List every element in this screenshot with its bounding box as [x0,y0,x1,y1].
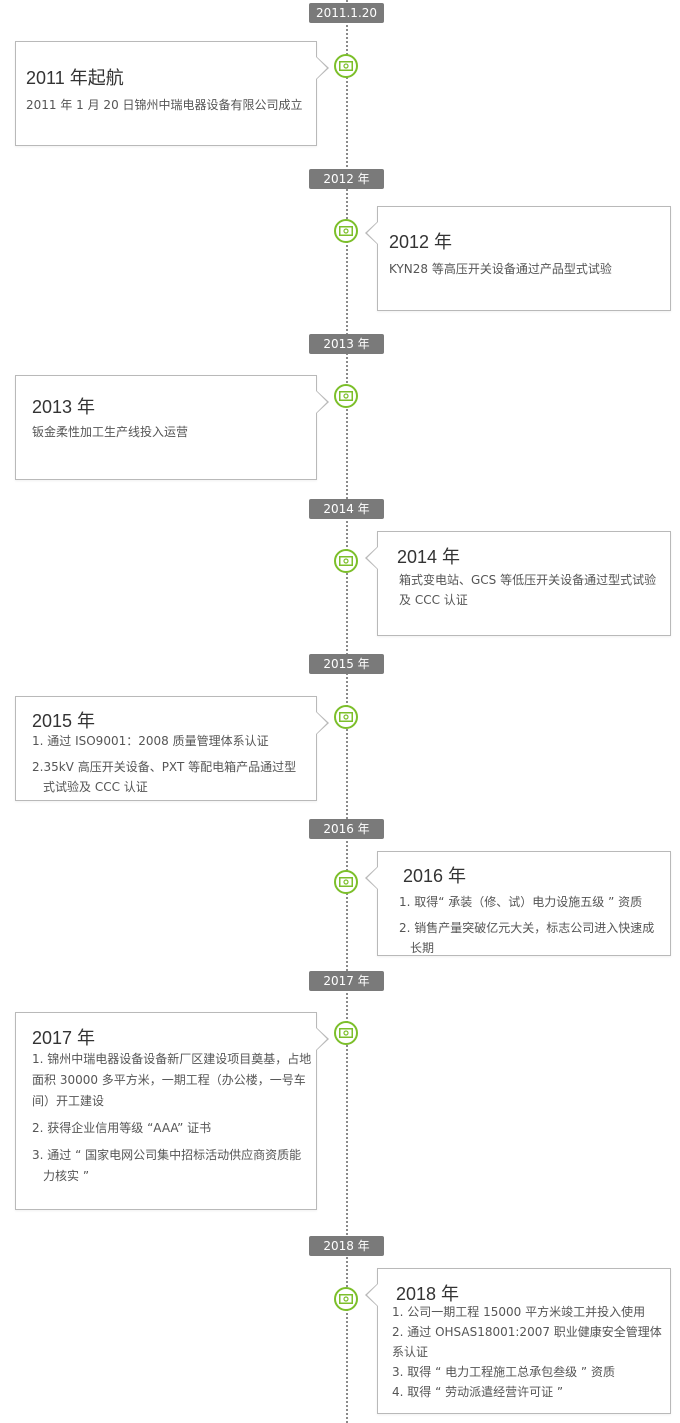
year-badge-2014: 2014 年 [309,499,384,519]
card-body: 1. 公司一期工程 15000 平方米竣工并投入使用 2. 通过 OHSAS18… [392,1302,668,1402]
banknote-icon [334,384,358,408]
year-badge-2016: 2016 年 [309,819,384,839]
card-body: 1. 通过 ISO9001：2008 质量管理体系认证 2.35kV 高压开关设… [32,731,314,797]
card-item: 式试验及 CCC 认证 [43,780,148,794]
card-item: 3. 通过 “ 国家电网公司集中招标活动供应商资质能 [32,1148,302,1162]
card-item: KYN28 等高压开关设备通过产品型式试验 [389,262,612,276]
card-title: 2014 年 [397,547,461,567]
timeline-card-2016: 2016 年 1. 取得“ 承装（修、试）电力设施五级 ” 资质 2. 销售产量… [365,851,671,958]
card-title: 2017 年 [32,1028,96,1048]
banknote-icon [334,705,358,729]
card-title: 2016 年 [403,866,467,886]
card-item: 3. 取得 “ 电力工程施工总承包叁级 ” 资质 [392,1365,615,1379]
card-item: 2011 年 1 月 20 日锦州中瑞电器设备有限公司成立 [26,98,303,112]
timeline-card-2015: 2015 年 1. 通过 ISO9001：2008 质量管理体系认证 2.35k… [15,696,329,801]
card-title: 2011 年起航 [26,68,124,88]
card-item: 长期 [410,941,435,955]
card-item: 系认证 [392,1345,429,1359]
banknote-icon [334,219,358,243]
card-item: 及 CCC 认证 [399,593,468,607]
year-badge-2015: 2015 年 [309,654,384,674]
year-badge-2012: 2012 年 [309,169,384,189]
card-item: 1. 锦州中瑞电器设备设备新厂区建设项目奠基，占地 [32,1052,312,1066]
card-item: 箱式变电站、GCS 等低压开关设备通过型式试验 [399,573,657,587]
banknote-icon [334,870,358,894]
year-badge-2017: 2017 年 [309,971,384,991]
card-body: 钣金柔性加工生产线投入运营 [32,422,312,442]
card-body: 箱式变电站、GCS 等低压开关设备通过型式试验 及 CCC 认证 [399,570,669,610]
banknote-icon [334,549,358,573]
banknote-icon [334,1021,358,1045]
card-title: 2015 年 [32,711,96,731]
card-item: 钣金柔性加工生产线投入运营 [32,425,189,439]
timeline-card-2013: 2013 年 钣金柔性加工生产线投入运营 [15,375,329,480]
timeline-card-2018: 2018 年 1. 公司一期工程 15000 平方米竣工并投入使用 2. 通过 … [365,1268,671,1414]
card-item: 1. 取得“ 承装（修、试）电力设施五级 ” 资质 [399,895,643,909]
card-item: 1. 公司一期工程 15000 平方米竣工并投入使用 [392,1305,646,1319]
card-item: 间）开工建设 [32,1094,105,1108]
card-item: 4. 取得 “ 劳动派遣经营许可证 ” [392,1385,564,1399]
card-item: 2. 获得企业信用等级 “AAA” 证书 [32,1121,212,1135]
card-item: 2.35kV 高压开关设备、PXT 等配电箱产品通过型 [32,760,297,774]
card-title: 2012 年 [389,232,453,252]
card-body: 2011 年 1 月 20 日锦州中瑞电器设备有限公司成立 [26,95,311,115]
year-badge-2013: 2013 年 [309,334,384,354]
banknote-icon [334,54,358,78]
year-badge-2018: 2018 年 [309,1236,384,1256]
card-body: 1. 取得“ 承装（修、试）电力设施五级 ” 资质 2. 销售产量突破亿元大关，… [399,892,669,958]
card-title: 2018 年 [396,1284,460,1304]
timeline-card-2014: 2014 年 箱式变电站、GCS 等低压开关设备通过型式试验 及 CCC 认证 [365,531,671,636]
card-item: 面积 30000 多平方米，一期工程（办公楼，一号车 [32,1073,306,1087]
card-body: 1. 锦州中瑞电器设备设备新厂区建设项目奠基，占地 面积 30000 多平方米，… [32,1049,314,1187]
card-body: KYN28 等高压开关设备通过产品型式试验 [389,259,664,279]
timeline-card-2011: 2011 年起航 2011 年 1 月 20 日锦州中瑞电器设备有限公司成立 [15,41,329,146]
banknote-icon [334,1287,358,1311]
year-badge-2011: 2011.1.20 [309,3,384,23]
card-item: 2. 销售产量突破亿元大关，标志公司进入快速成 [399,921,655,935]
card-item: 2. 通过 OHSAS18001:2007 职业健康安全管理体 [392,1325,662,1339]
timeline-card-2017: 2017 年 1. 锦州中瑞电器设备设备新厂区建设项目奠基，占地 面积 3000… [15,1012,329,1210]
card-item: 力核实 ” [43,1169,90,1183]
card-title: 2013 年 [32,397,96,417]
card-item: 1. 通过 ISO9001：2008 质量管理体系认证 [32,734,269,748]
timeline-card-2012: 2012 年 KYN28 等高压开关设备通过产品型式试验 [365,206,671,311]
